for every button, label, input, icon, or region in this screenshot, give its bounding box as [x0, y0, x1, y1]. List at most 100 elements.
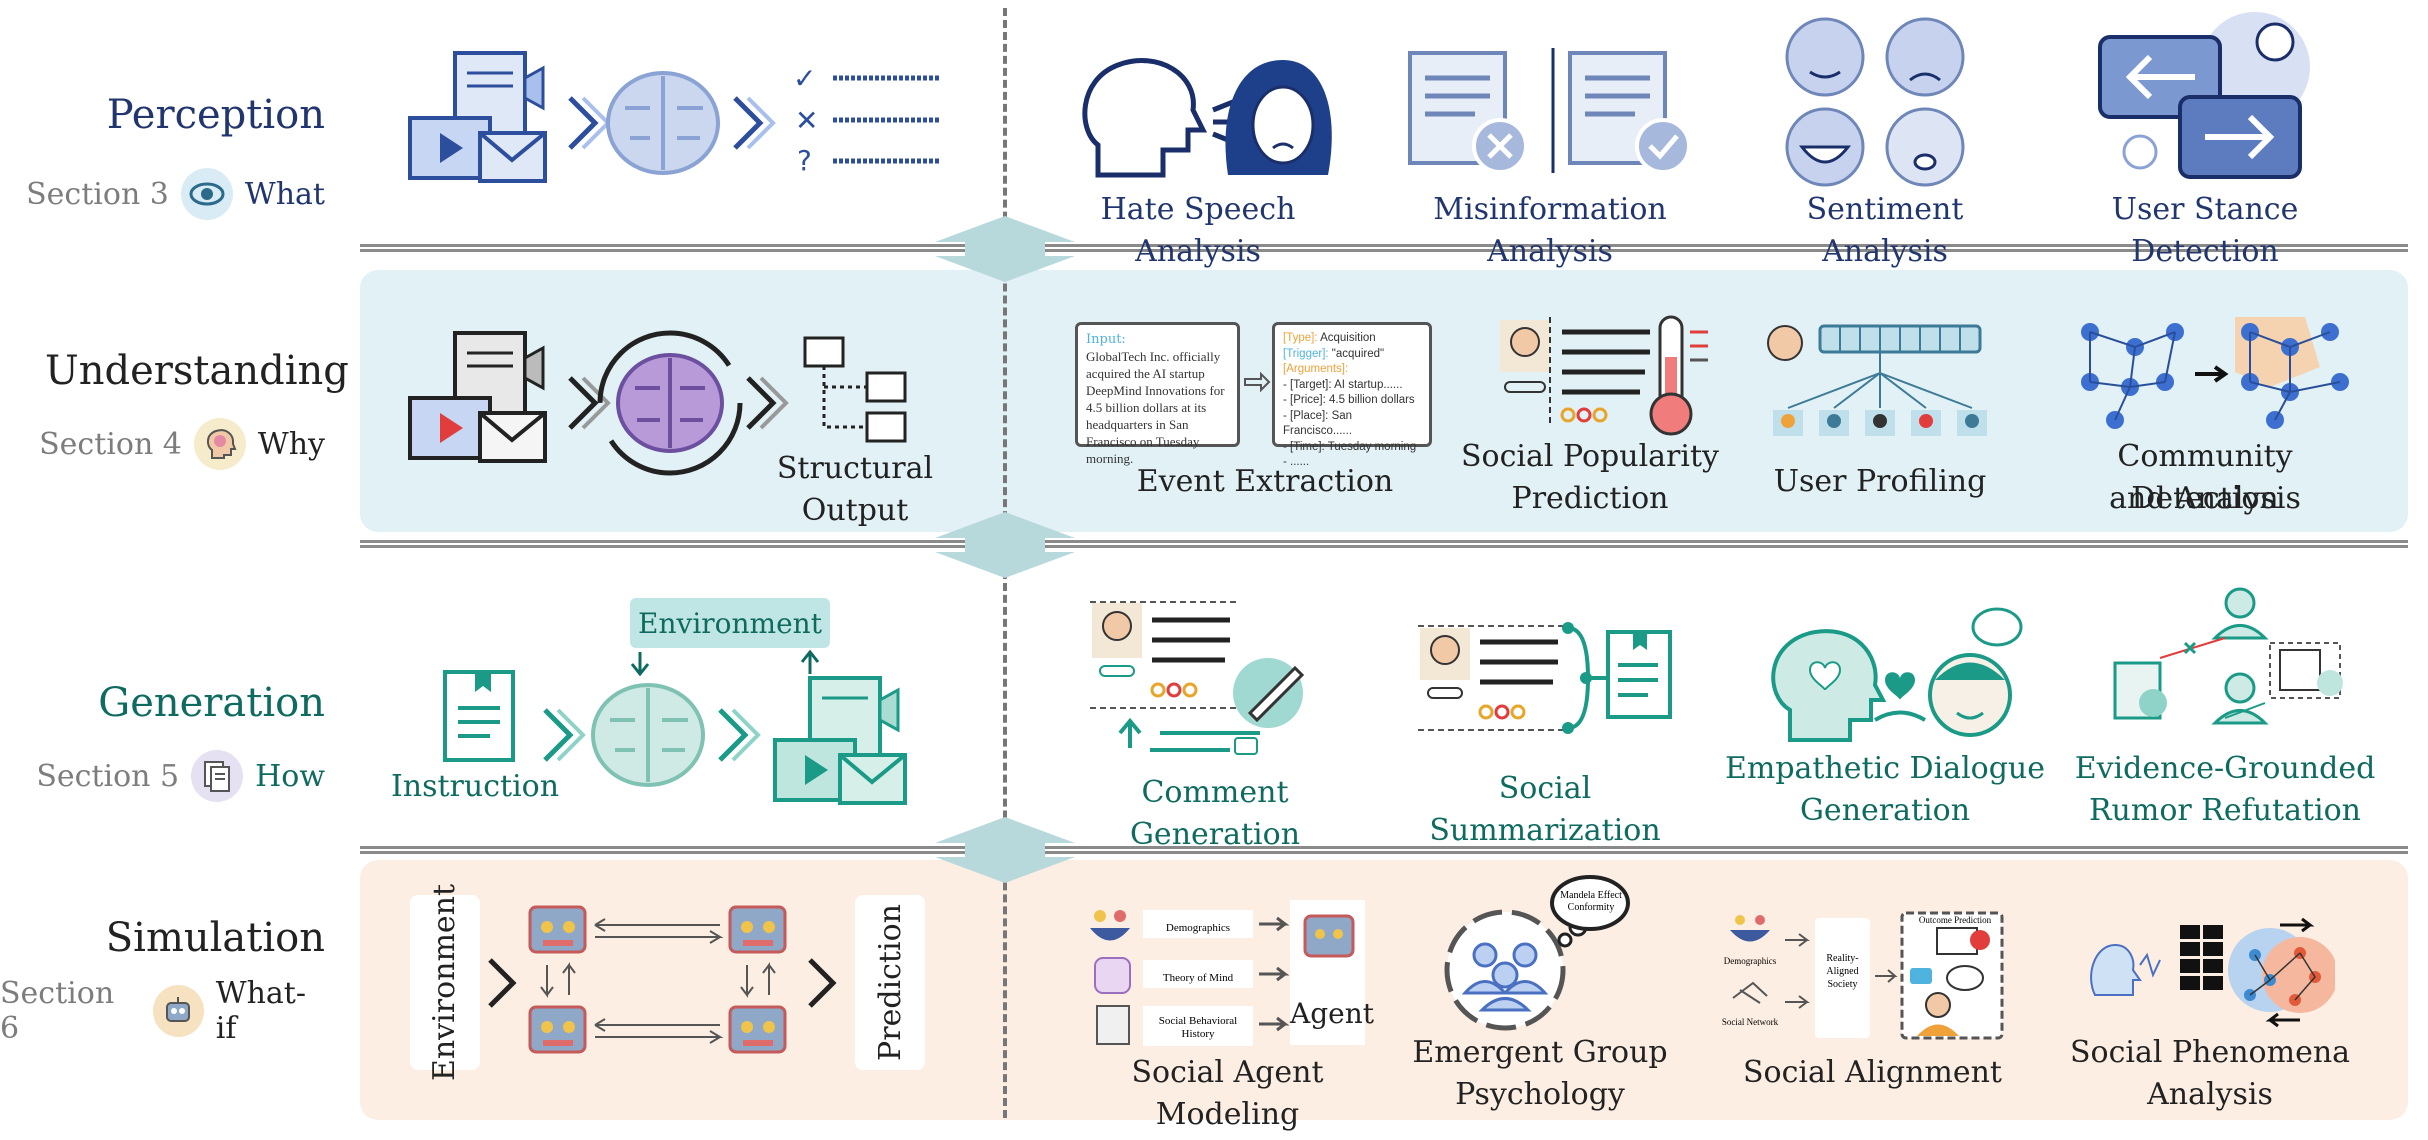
task-user-profiling: User Profiling [1773, 464, 1987, 499]
simulation-band [360, 860, 2408, 1120]
arg-item: - [Time]: Tuesday morning [1283, 440, 1417, 453]
agent-input-behavioral-history: Social Behavioral History [1158, 1015, 1238, 1040]
arg-item: - ...... [1283, 456, 1310, 468]
agent-label: Agent [1290, 997, 1374, 1030]
cross-mark: ✕ [795, 104, 818, 137]
tree-structure-icon [803, 336, 907, 443]
alignment-input-social-network: Social Network [1721, 1017, 1779, 1027]
task-community-detection: Community Detection [2117, 439, 2293, 516]
environment-box: Environment [630, 598, 830, 648]
structural-output-label: Structural Output [776, 451, 934, 528]
popularity-thermometer-icon [1500, 315, 1708, 436]
event-output-box: [Type]: Acquisition [Trigger]: "acquired… [1272, 322, 1432, 468]
chevron-right-icon [568, 96, 599, 150]
task-emergent-group-line2: Psychology [1455, 1077, 1625, 1112]
section-number: Section 4 [39, 426, 182, 462]
chevron-right-icon [543, 708, 574, 762]
trigger-value: "acquired" [1331, 347, 1385, 360]
section-line-generation: Section 5 How [0, 746, 325, 806]
arguments-label: [Arguments]: [1283, 363, 1349, 375]
event-input-text: GlobalTech Inc. officially acquired the … [1086, 349, 1225, 466]
robot-icon [728, 1005, 787, 1054]
thought-bubble: Mandela Effect Conformity [1553, 890, 1629, 914]
section-number: Section 3 [26, 176, 169, 212]
up-arrow-1 [935, 216, 1075, 282]
comment-generation-icon [1090, 601, 1305, 755]
row-title-perception: Perception [106, 92, 325, 138]
social-phenomena-icon [2090, 917, 2335, 1028]
task-social-phenomena: Social Phenomena [2069, 1035, 2351, 1070]
chevron-right-icon [746, 376, 777, 430]
arrow-right-icon [1244, 372, 1271, 392]
type-label: [Type]: [1283, 332, 1318, 344]
section-line-simulation: Section 6 What-if [0, 976, 325, 1046]
media-bundle-icon [408, 331, 547, 463]
section-number: Section 6 [0, 976, 115, 1046]
documents-icon [191, 750, 244, 802]
social-summarization-icon [1418, 622, 1672, 734]
group-psychology-icon [1444, 875, 1630, 1031]
generation-pipeline [443, 650, 907, 805]
separator-3 [360, 846, 2408, 854]
media-bundle-icon [773, 676, 907, 805]
trigger-label: [Trigger]: [1283, 347, 1329, 360]
brain-icon [606, 71, 720, 175]
simulation-prediction-label: Prediction [855, 895, 925, 1070]
user-profiling-icon [1767, 324, 1987, 436]
task-misinformation: Misinformation Analysis [1433, 192, 1667, 269]
hate-speech-icon [1082, 58, 1332, 178]
rumor-refutation-icon [2113, 587, 2343, 725]
section-question: How [255, 758, 325, 794]
section-line-understanding: Section 4 Why [0, 414, 325, 474]
separator-2 [360, 540, 2408, 548]
section-question: What-if [215, 976, 306, 1046]
task-hate-speech: Hate Speech Analysis [1100, 192, 1296, 269]
instruction-label: Instruction [390, 769, 560, 804]
task-social-agent-modeling: Social Agent Modeling [1131, 1055, 1324, 1132]
brain-cycle-icon [597, 330, 743, 476]
misinformation-icon [1408, 48, 1691, 174]
agent-interaction-grid [488, 905, 837, 1054]
section-number: Section 5 [36, 758, 180, 794]
brain-icon [591, 683, 705, 787]
robot-icon [528, 905, 587, 954]
outcome-prediction-label: Outcome Prediction [1918, 915, 1992, 925]
eye-icon [180, 168, 233, 220]
chevron-right-icon [718, 708, 749, 762]
thought-conformity: Conformity [1567, 902, 1615, 913]
thought-mandela: Mandela Effect [1560, 890, 1622, 901]
task-sentiment: Sentiment Analysis [1806, 192, 1964, 269]
robot-icon [152, 985, 204, 1037]
row-title-understanding: Understanding [45, 348, 349, 394]
agent-input-theory-of-mind: Theory of Mind [1162, 972, 1234, 984]
simulation-environment-label: Environment [410, 884, 480, 1081]
social-alignment-icon [1730, 911, 2004, 1040]
chevron-right-icon [568, 376, 599, 430]
reality-aligned-society-box: Reality-Aligned Society [1826, 953, 1859, 990]
agent-input-demographics: Demographics [1165, 922, 1231, 934]
separator-1 [360, 244, 2408, 252]
check-mark: ✓ [793, 62, 816, 95]
understanding-pipeline [408, 330, 907, 476]
arg-item: - [Price]: 4.5 billion dollars [1283, 394, 1415, 406]
task-rumor-refutation-line2: Rumor Refutation [2088, 793, 2362, 828]
social-agent-modeling-icon [1090, 900, 1365, 1046]
brain-head-icon [193, 418, 246, 470]
up-arrow-2 [935, 512, 1075, 578]
task-emergent-group: Emergent Group [1412, 1035, 1668, 1070]
arg-item: - [Target]: AI startup...... [1283, 378, 1403, 391]
task-comment-generation: Comment Generation [1129, 775, 1301, 852]
row-title-simulation: Simulation [105, 915, 325, 961]
community-detection-icon [2081, 317, 2349, 429]
arg-item: - [Place]: San Francisco...... [1283, 409, 1353, 438]
task-social-popularity-line2: Prediction [1511, 481, 1669, 516]
question-mark: ? [797, 144, 812, 177]
robot-icon [528, 1005, 587, 1054]
row-title-generation: Generation [98, 680, 325, 726]
task-rumor-refutation: Evidence-Grounded [2074, 751, 2376, 786]
event-input-box: Input: GlobalTech Inc. officially acquir… [1075, 322, 1240, 466]
task-social-phenomena-line2: Analysis [2147, 1077, 2273, 1112]
task-user-stance: User Stance Detection [2111, 192, 2299, 269]
type-value: Acquisition [1320, 332, 1376, 344]
task-social-popularity: Social Popularity [1460, 439, 1719, 474]
